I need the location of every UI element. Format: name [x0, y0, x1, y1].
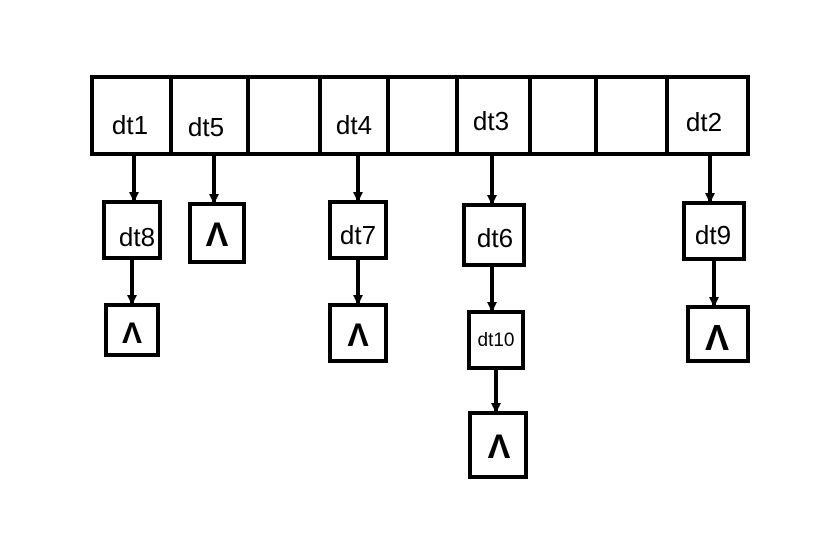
chain-slot-dt5: Λ: [188, 154, 246, 264]
slot-label: dt1: [112, 110, 148, 140]
chain-slot-dt4: dt7 Λ: [328, 154, 388, 363]
chain-slot-dt2: dt9 Λ: [682, 154, 750, 363]
null-symbol: Λ: [488, 428, 511, 466]
null-node: [328, 303, 388, 363]
null-node: [468, 411, 528, 479]
node-label: dt9: [695, 220, 731, 250]
node-label: dt6: [477, 223, 513, 253]
slot-label: dt4: [336, 110, 372, 140]
chain-slot-dt3: dt6 dt10 Λ: [462, 154, 528, 479]
slot-label: dt3: [473, 106, 509, 136]
node-label: dt8: [119, 222, 155, 252]
null-symbol: Λ: [347, 317, 369, 353]
node-label: dt10: [478, 330, 515, 351]
hash-table: dt1 dt5 dt4 dt3 dt2: [90, 75, 750, 156]
null-symbol: Λ: [705, 317, 729, 358]
null-symbol: Λ: [206, 216, 229, 254]
chain-slot-dt1: dt8 Λ: [102, 154, 162, 357]
slot-label: dt2: [686, 107, 722, 137]
null-node: [686, 305, 750, 363]
null-symbol: Λ: [122, 317, 142, 350]
node-label: dt7: [340, 220, 376, 250]
null-node: [104, 303, 160, 357]
slot-label: dt5: [188, 112, 224, 142]
null-node: [188, 202, 246, 264]
